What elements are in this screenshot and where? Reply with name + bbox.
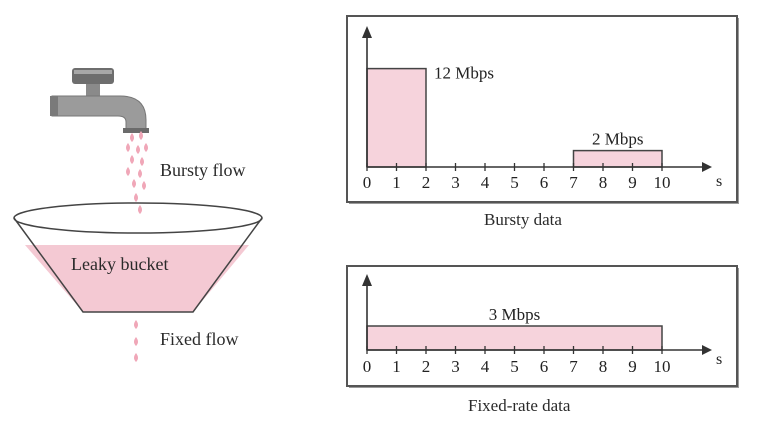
drop-icon: [134, 320, 138, 329]
x-tick-label: 1: [392, 357, 401, 376]
bar-label: 3 Mbps: [489, 305, 540, 324]
bursty-drops: [126, 131, 148, 214]
bucket-icon: [13, 202, 263, 313]
drop-icon: [132, 179, 136, 188]
bar-label: 2 Mbps: [592, 130, 643, 149]
drop-icon: [142, 181, 146, 190]
drop-icon: [144, 143, 148, 152]
x-tick-label: 2: [422, 357, 431, 376]
x-tick-label: 3: [451, 173, 460, 192]
bar: [572, 149, 663, 168]
fixed-flow-label: Fixed flow: [160, 329, 239, 349]
drop-icon: [140, 157, 144, 166]
drop-icon: [138, 169, 142, 178]
bursty-data-caption: Bursty data: [484, 210, 562, 229]
drop-icon: [126, 167, 130, 176]
x-tick-label: 1: [392, 173, 401, 192]
x-tick-label: 9: [628, 357, 637, 376]
bursty-chart: 12 Mbps 2 Mbps 0 1 2 3 4 5 6 7 8 9 10 s: [346, 15, 739, 204]
bursty-flow-label: Bursty flow: [160, 160, 246, 180]
fixed-rate-chart: 3 Mbps 0 1 2 3 4 5 6 7 8 9 10 s: [346, 265, 739, 388]
x-tick-label: 8: [599, 173, 608, 192]
drop-icon: [134, 193, 138, 202]
drop-icon: [139, 131, 143, 140]
fixed-drops: [134, 320, 138, 362]
drop-icon: [130, 155, 134, 164]
drop-icon: [134, 337, 138, 346]
x-tick-label: 0: [363, 173, 372, 192]
bucket-label: Leaky bucket: [71, 254, 169, 274]
drop-icon: [134, 353, 138, 362]
drop-icon: [130, 133, 134, 142]
x-tick-label: 7: [569, 357, 578, 376]
drop-icon: [136, 145, 140, 154]
x-tick-label: 5: [510, 357, 519, 376]
drop-icon: [126, 143, 130, 152]
x-tick-label: 4: [481, 173, 490, 192]
drop-icon: [138, 205, 142, 214]
faucet-icon: [50, 68, 149, 133]
x-tick-label: 10: [654, 357, 671, 376]
x-tick-label: 2: [422, 173, 431, 192]
x-axis-arrow-icon: [702, 345, 712, 355]
fixed-rate-data-caption: Fixed-rate data: [468, 396, 571, 415]
x-axis-arrow-icon: [702, 162, 712, 172]
x-tick-label: 6: [540, 173, 549, 192]
x-tick-label: 0: [363, 357, 372, 376]
bar: [366, 67, 427, 168]
x-tick-label: 5: [510, 173, 519, 192]
x-tick-label: 10: [654, 173, 671, 192]
x-unit-label: s: [716, 173, 722, 190]
bar-label: 12 Mbps: [434, 64, 494, 83]
x-tick-label: 3: [451, 357, 460, 376]
x-tick-label: 6: [540, 357, 549, 376]
x-unit-label: s: [716, 351, 722, 368]
x-tick-label: 4: [481, 357, 490, 376]
y-axis-arrow-icon: [362, 274, 372, 286]
y-axis-arrow-icon: [362, 26, 372, 38]
x-tick-label: 8: [599, 357, 608, 376]
x-tick-label: 7: [569, 173, 578, 192]
x-tick-label: 9: [628, 173, 637, 192]
